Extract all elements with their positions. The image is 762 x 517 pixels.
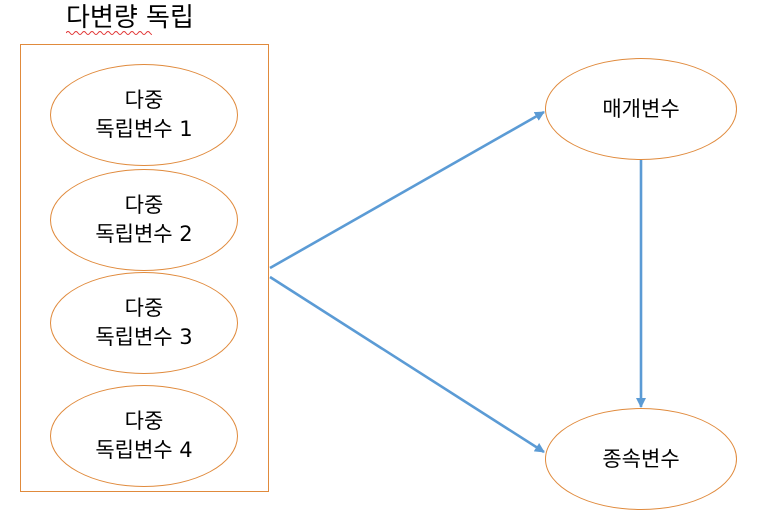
node-label-line1: 다중 — [124, 193, 164, 217]
independent-variable-3-node: 다중 독립변수 3 — [50, 272, 238, 374]
arrow-group-to-dependent — [269, 275, 545, 454]
node-label-line2: 독립변수 1 — [95, 117, 193, 141]
node-label-line2: 독립변수 3 — [95, 325, 193, 349]
independent-variable-2-node: 다중 독립변수 2 — [50, 169, 238, 271]
independent-variable-1-node: 다중 독립변수 1 — [50, 64, 238, 166]
dependent-label: 종속변수 — [602, 446, 680, 471]
mediator-label: 매개변수 — [602, 96, 680, 121]
arrow-group-to-mediator — [269, 110, 545, 270]
node-label-line1: 다중 — [124, 296, 164, 320]
independent-variables-group — [20, 44, 269, 492]
node-label-line2: 독립변수 4 — [95, 438, 193, 462]
group-title-text: 다변량 독립 — [66, 3, 194, 33]
node-label-line1: 다중 — [124, 409, 164, 433]
spellcheck-underline — [66, 31, 152, 35]
node-label-line2: 독립변수 2 — [95, 222, 193, 246]
dependent-node: 종속변수 — [545, 408, 737, 510]
node-label-line1: 다중 — [124, 88, 164, 112]
mediator-node: 매개변수 — [545, 58, 737, 160]
independent-variable-4-node: 다중 독립변수 4 — [50, 385, 238, 487]
group-title: 다변량 독립 — [66, 2, 194, 35]
